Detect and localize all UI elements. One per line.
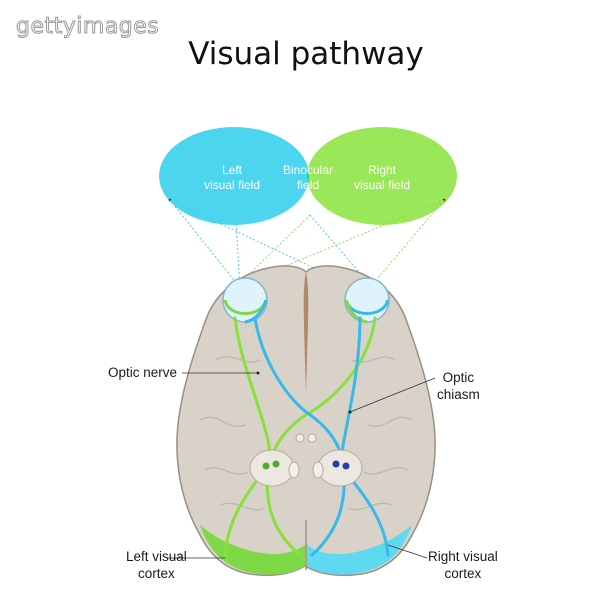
- watermark: gettyimages: [15, 14, 160, 40]
- binocular-field-label: Binocular field: [282, 163, 334, 192]
- right-eye: [344, 277, 390, 324]
- lateral-geniculate-right: [317, 449, 363, 487]
- right-visual-field: [307, 127, 457, 225]
- left-visual-cortex-label: Left visual cortex: [126, 549, 187, 581]
- right-visual-cortex: [307, 525, 412, 575]
- optic-chiasm-label: Optic chiasm: [437, 370, 480, 402]
- left-visual-field-label: Left visual field: [203, 163, 261, 192]
- right-visual-cortex-label: Right visual cortex: [428, 549, 498, 581]
- longitudinal-fissure: [303, 272, 309, 395]
- optic-nerve-label: Optic nerve: [108, 365, 178, 380]
- right-visual-field-label: Right visual field: [353, 163, 411, 192]
- left-visual-cortex: [200, 525, 305, 575]
- left-visual-field: [159, 127, 309, 225]
- page-title: Visual pathway: [188, 36, 424, 72]
- left-eye: [222, 277, 268, 324]
- leader-lines: [168, 372, 436, 559]
- lateral-geniculate-left: [249, 449, 295, 487]
